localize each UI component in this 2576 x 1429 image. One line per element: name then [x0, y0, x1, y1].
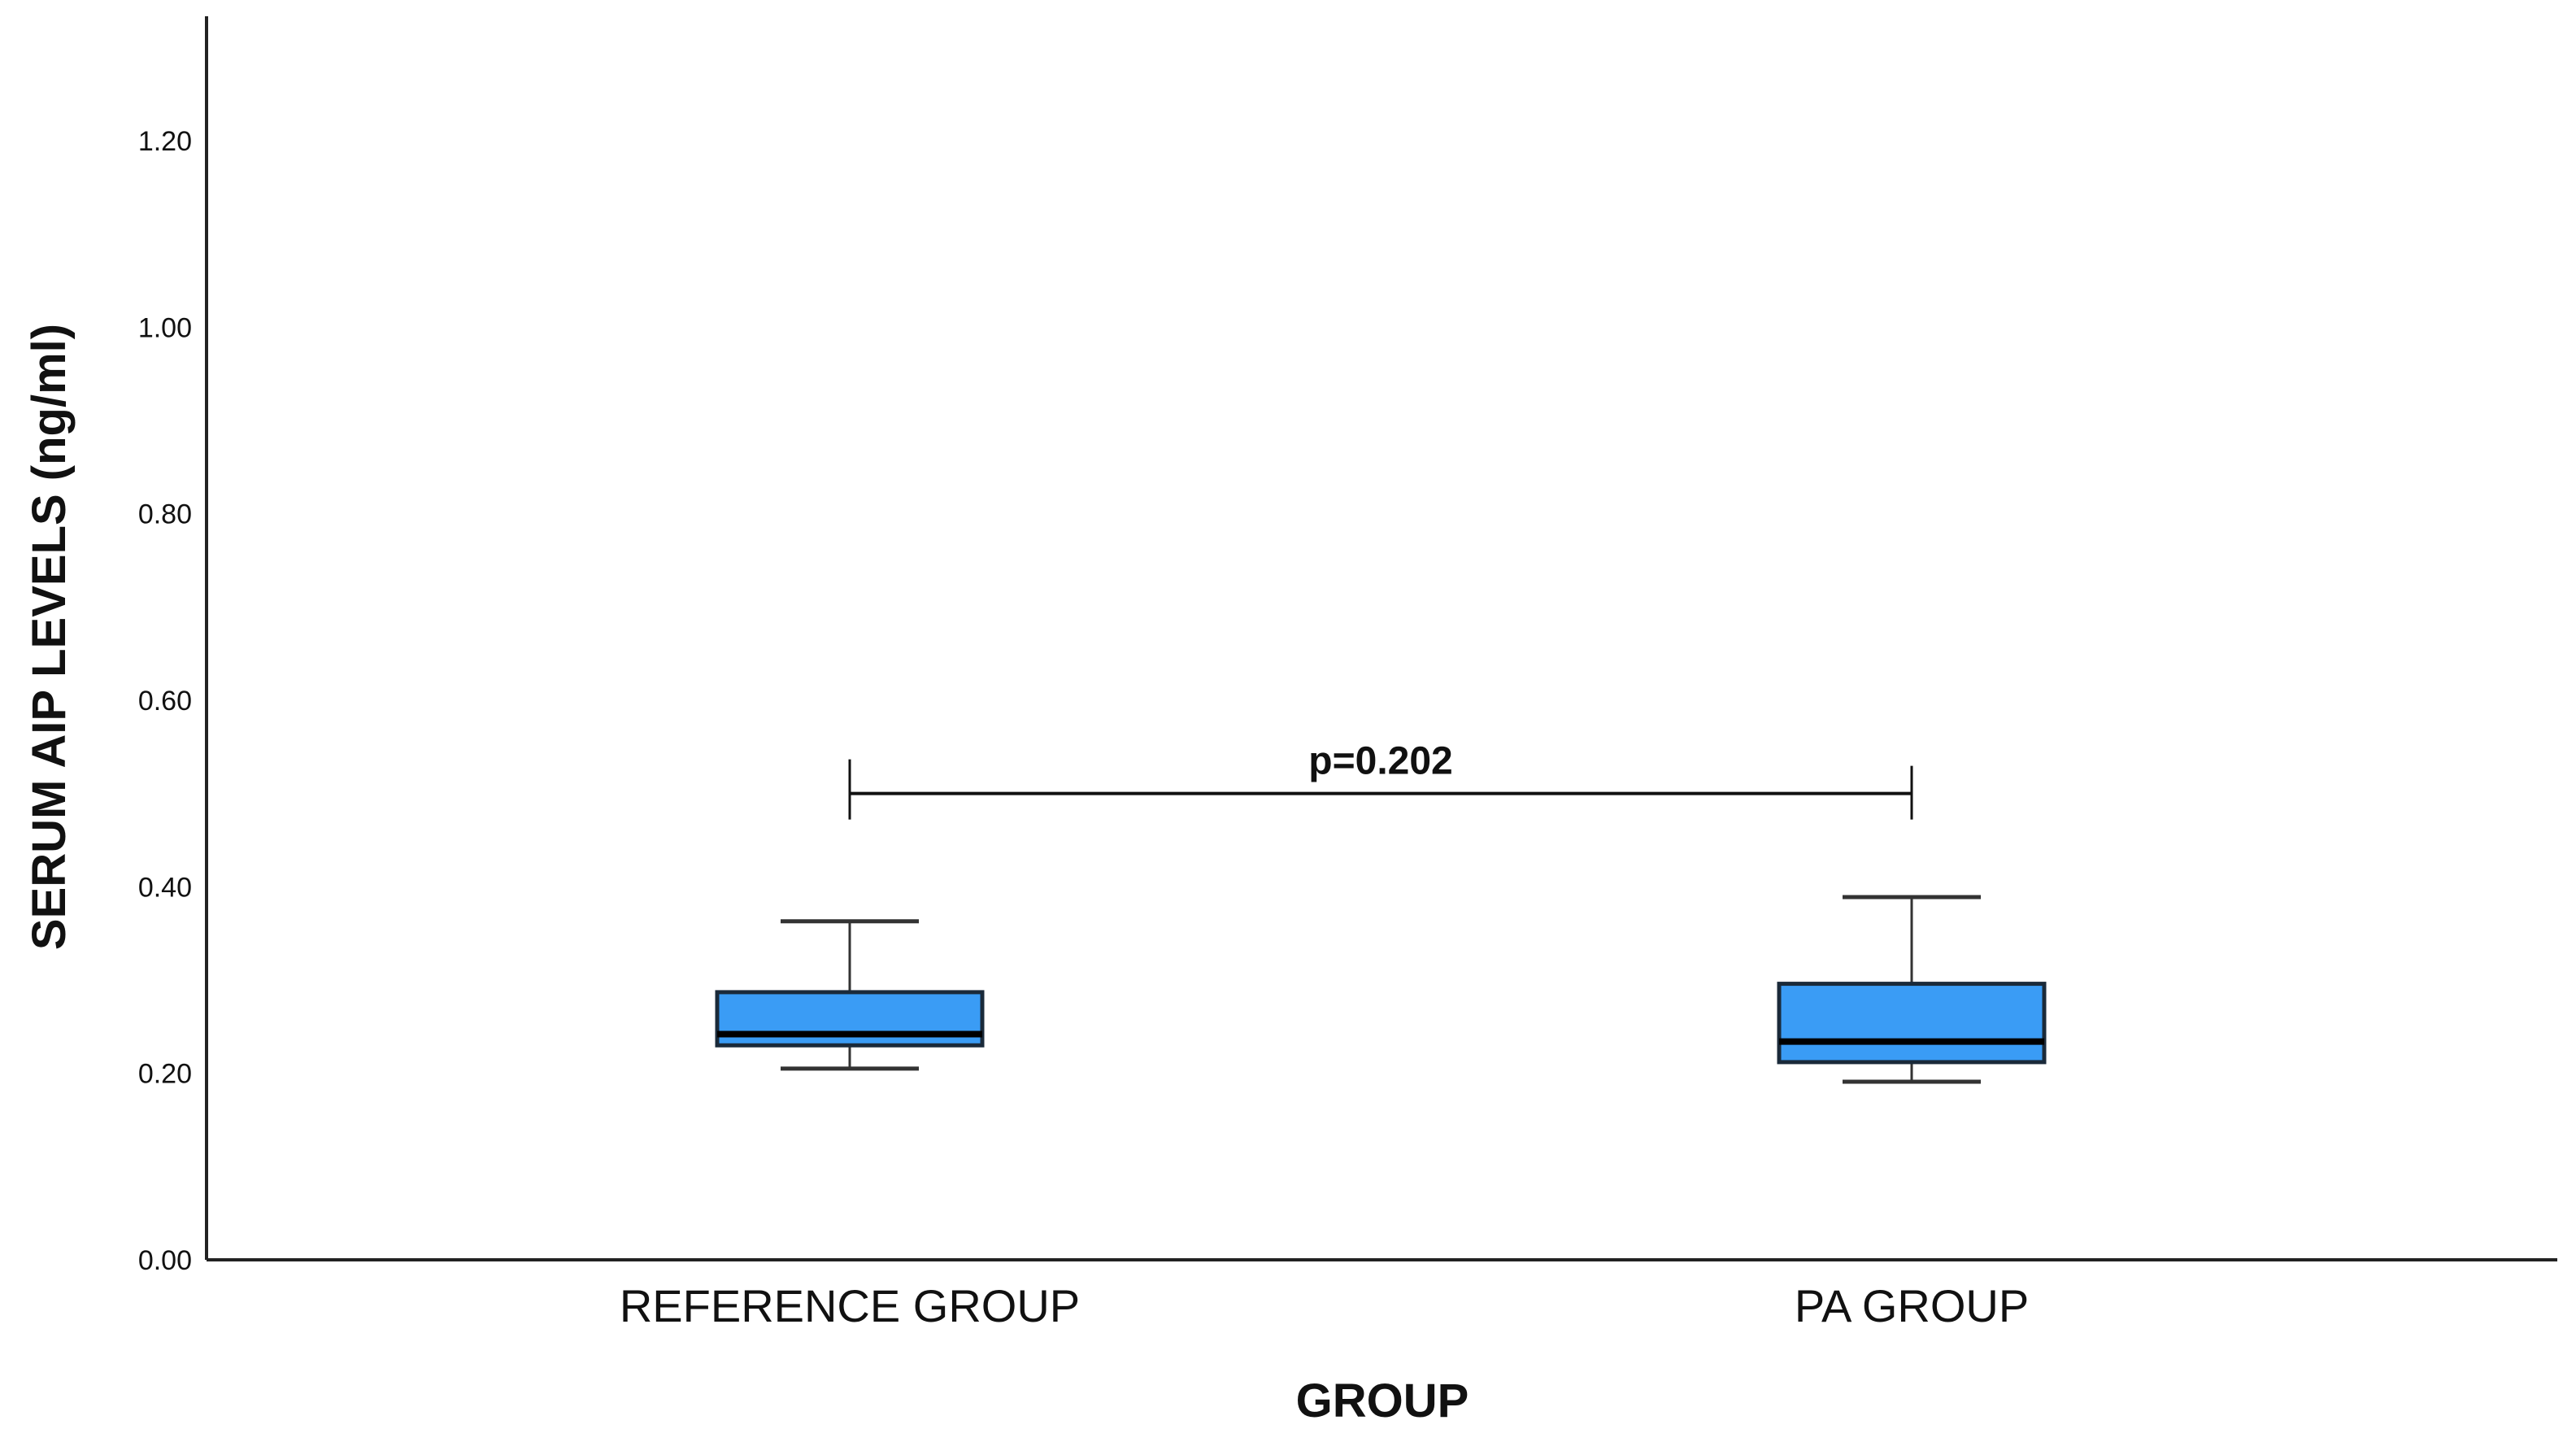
p-value-label: p=0.202: [1308, 740, 1452, 783]
y-tick-label: 1.20: [138, 126, 192, 157]
y-tick-label: 0.00: [138, 1245, 192, 1276]
y-tick-label: 0.60: [138, 686, 192, 717]
y-axis-label: SERUM AIP LEVELS (ng/ml): [23, 324, 76, 950]
y-tick-label: 0.80: [138, 499, 192, 530]
iqr-box: [1777, 982, 2047, 1065]
x-axis-label: GROUP: [1296, 1375, 1469, 1427]
x-tick-label-reference: REFERENCE GROUP: [620, 1280, 1080, 1331]
y-tick-label: 0.40: [138, 872, 192, 903]
box-pa: [1777, 895, 2047, 1084]
y-tick-label: 0.20: [138, 1059, 192, 1090]
x-tick-label-pa: PA GROUP: [1795, 1280, 2029, 1331]
y-tick-label: 1.00: [138, 312, 192, 343]
box-reference: [715, 919, 985, 1071]
